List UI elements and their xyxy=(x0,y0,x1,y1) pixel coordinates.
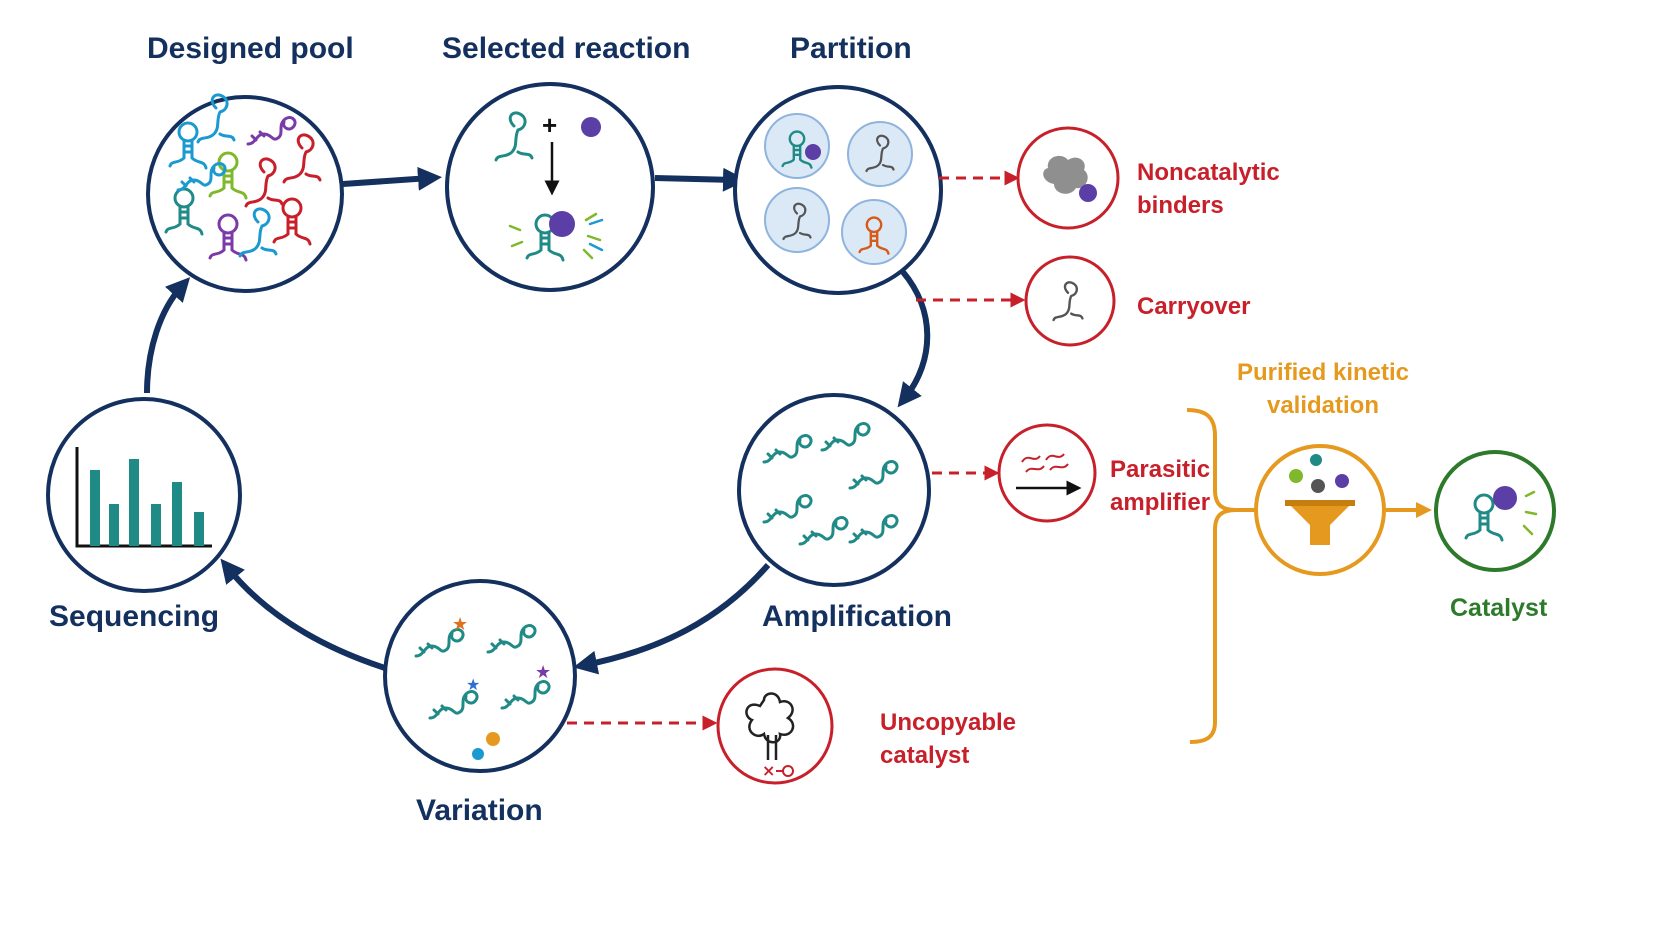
variation-label: Variation xyxy=(416,794,543,827)
noncatalytic-binders-node xyxy=(1016,126,1120,230)
bar-4 xyxy=(151,504,161,546)
parasitic-line2: amplifier xyxy=(1110,489,1211,516)
svg-text:★: ★ xyxy=(466,675,480,694)
arrow-sequencing-to-pool xyxy=(144,277,191,394)
designed-pool-node xyxy=(146,93,344,293)
svg-text:×: × xyxy=(762,761,775,780)
amplification-node xyxy=(737,393,931,587)
arrow-reaction-to-partition xyxy=(654,167,747,192)
parasitic-amplifier-node xyxy=(997,423,1097,523)
arrow-partition-to-amplification xyxy=(897,270,931,408)
sequencing-label: Sequencing xyxy=(49,600,220,633)
reaction-plus-sign: + xyxy=(542,110,558,140)
partition-label: Partition xyxy=(790,32,912,65)
carryover-node xyxy=(1024,255,1116,347)
noncatalytic-binders-label: Noncatalytic binders xyxy=(1137,156,1280,222)
amplification-label: Amplification xyxy=(762,600,953,633)
bar-3 xyxy=(129,459,139,546)
svg-text:★: ★ xyxy=(535,662,551,683)
noncatalytic-line1: Noncatalytic xyxy=(1137,159,1280,186)
arrow-pool-to-reaction xyxy=(342,166,442,191)
bar-5 xyxy=(172,482,182,546)
arrow-amplification-to-variation xyxy=(573,563,771,675)
catalyst-label: Catalyst xyxy=(1450,594,1548,622)
uncopyable-line1: Uncopyable xyxy=(880,709,1017,736)
noncatalytic-line2: binders xyxy=(1137,192,1224,219)
validation-line1: Purified kinetic xyxy=(1236,359,1410,386)
uncopyable-catalyst-node: × xyxy=(716,667,834,785)
designed-pool-label: Designed pool xyxy=(147,32,354,65)
carryover-label: Carryover xyxy=(1137,293,1251,320)
selected-reaction-node xyxy=(445,82,655,292)
purified-kinetic-validation-label: Purified kinetic validation xyxy=(1228,356,1418,422)
validation-line2: validation xyxy=(1266,392,1380,419)
bar-1 xyxy=(90,470,100,546)
purified-kinetic-validation-node xyxy=(1254,444,1386,576)
arrow-variation-to-sequencing xyxy=(220,558,386,671)
partition-node xyxy=(733,85,943,295)
svg-text:★: ★ xyxy=(452,614,468,635)
parasitic-amplifier-label: Parasitic amplifier xyxy=(1110,453,1210,519)
uncopyable-catalyst-label: Uncopyable catalyst xyxy=(880,706,1016,772)
variation-node: ★ ★ ★ xyxy=(383,579,577,773)
uncopyable-line2: catalyst xyxy=(880,742,970,769)
selected-reaction-label: Selected reaction xyxy=(442,32,691,65)
bar-2 xyxy=(109,504,119,546)
bar-6 xyxy=(194,512,204,546)
catalyst-node xyxy=(1434,450,1556,572)
parasitic-line1: Parasitic xyxy=(1110,456,1211,483)
sequencing-node xyxy=(46,397,242,593)
